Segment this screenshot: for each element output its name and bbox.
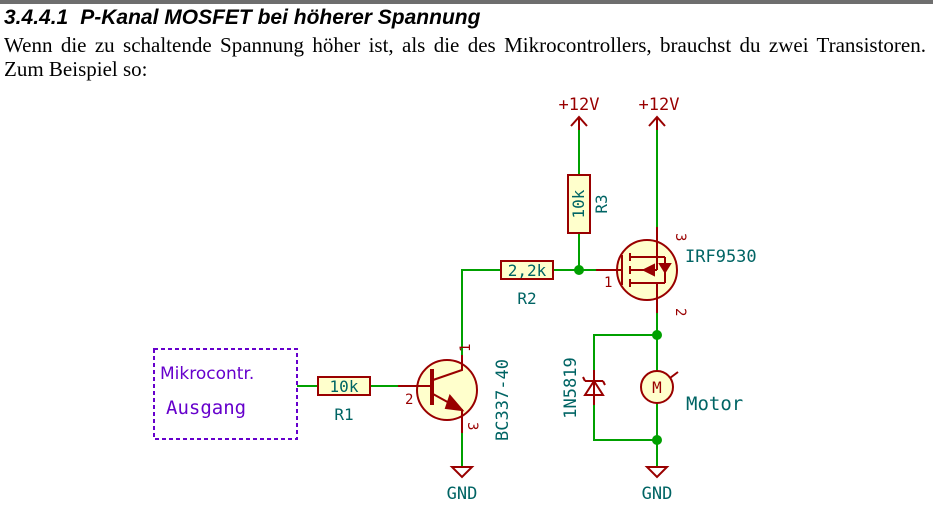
- section-title: P-Kanal MOSFET bei höherer Spannung: [80, 6, 481, 29]
- gnd-label-left: GND: [447, 484, 478, 504]
- mosfet-q2-pin-drain: 2: [672, 308, 688, 316]
- r1-ref: R1: [334, 405, 353, 424]
- vcc-arrow-left-icon: [570, 115, 588, 130]
- r2-ref: R2: [517, 289, 536, 308]
- wire-diode-top: [593, 334, 658, 371]
- resistor-r3: 10k R3: [567, 174, 611, 234]
- wire-r2-collector: [461, 269, 502, 356]
- source-box: [153, 348, 300, 440]
- gnd-label-right: GND: [642, 484, 673, 504]
- gnd-left-icon: [449, 466, 475, 479]
- mosfet-q2-pin-gate: 1: [604, 275, 612, 291]
- vcc-label-right: +12V: [639, 95, 680, 115]
- transistor-q1-pin-collector: 1: [458, 344, 474, 352]
- junctions: [574, 265, 662, 445]
- transistor-q1-pin-base: 2: [405, 392, 413, 408]
- junction-drain: [652, 330, 662, 340]
- junction-gate: [574, 265, 584, 275]
- power-symbols: [449, 115, 670, 479]
- r1-value: 10k: [330, 377, 359, 396]
- junction-motor-gnd: [652, 435, 662, 445]
- transistor-q1-body-icon: [416, 359, 478, 421]
- top-border: [0, 0, 933, 4]
- section-heading: 3.4.4.1 P-Kanal MOSFET bei höherer Spannu…: [4, 6, 480, 30]
- motor-name: Motor: [686, 393, 743, 415]
- r2-value: 2,2k: [508, 261, 547, 280]
- source-box-line1: Mikrocontr.: [160, 364, 254, 384]
- gnd-right-icon: [644, 466, 670, 479]
- motor-m1: [640, 370, 679, 404]
- r3-ref: R3: [592, 194, 611, 213]
- intro-paragraph: Wenn die zu schaltende Spannung höher is…: [4, 33, 926, 81]
- resistor-r2: 2,2k R2: [500, 260, 554, 308]
- transistor-q1-name: BC337-40: [493, 359, 513, 441]
- wire-diode-bottom: [593, 404, 658, 441]
- diode-d1-name: 1N5819: [561, 357, 581, 418]
- source-box-line2: Ausgang: [166, 397, 246, 419]
- mosfet-q2-pin-source: 3: [672, 233, 688, 241]
- mosfet-q2: [596, 227, 678, 313]
- vcc-label-left: +12V: [559, 95, 600, 115]
- section-number: 3.4.4.1: [4, 6, 69, 29]
- resistor-r1: 10k R1: [317, 376, 371, 424]
- diode-d1: [582, 370, 606, 405]
- motor-symbol: M: [652, 378, 662, 397]
- vcc-arrow-right-icon: [648, 115, 666, 130]
- r3-value: 10k: [569, 189, 588, 218]
- mosfet-q2-name: IRF9530: [685, 247, 757, 267]
- transistor-q1-pin-emitter: 3: [464, 422, 480, 430]
- transistor-q1: [398, 355, 478, 433]
